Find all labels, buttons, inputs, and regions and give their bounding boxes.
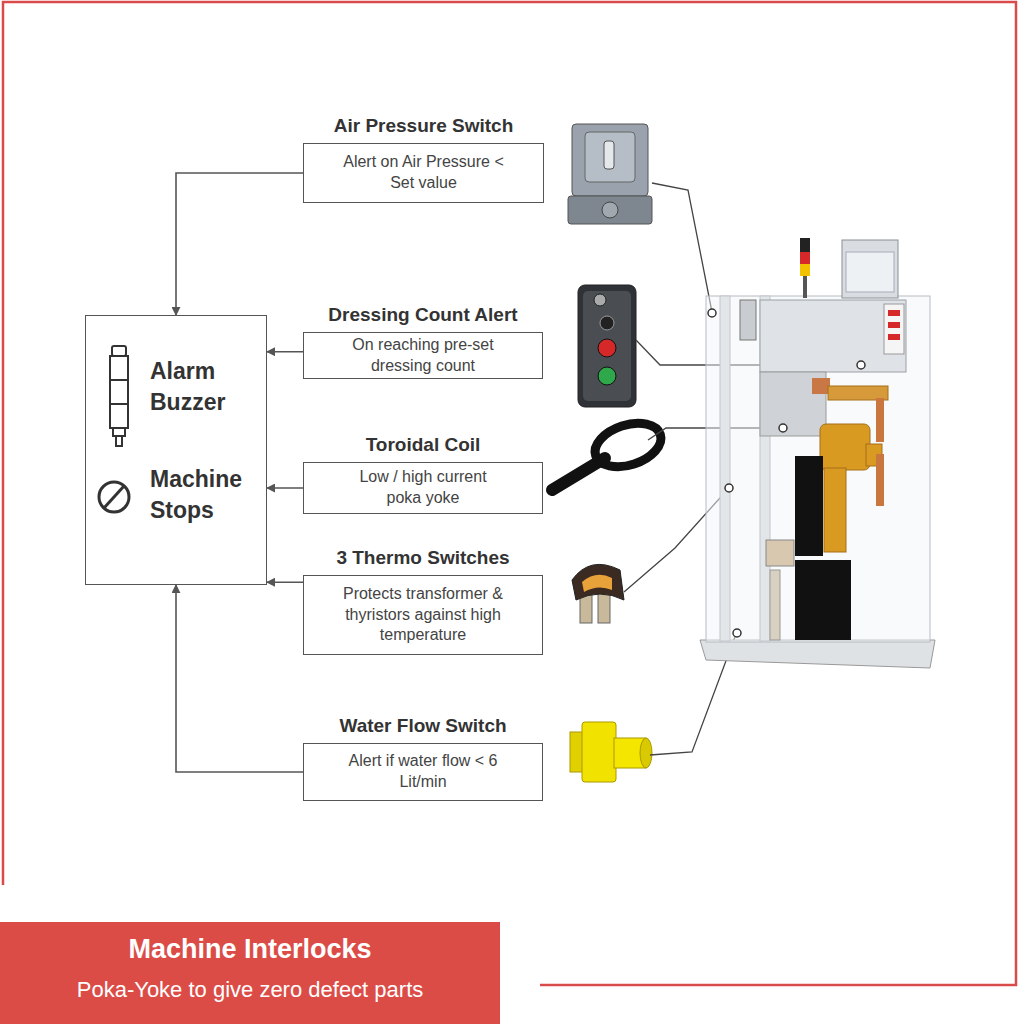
box-heading: 3 Thermo Switches	[264, 547, 582, 569]
frame-line	[3, 2, 1016, 985]
interlock-box: Dressing Count AlertOn reaching pre-set …	[303, 332, 543, 379]
toroidal-coil-image	[552, 415, 667, 490]
connector-arrow	[267, 581, 303, 583]
box-heading: Dressing Count Alert	[264, 304, 582, 326]
box-text: On reaching pre-set dressing count	[338, 335, 508, 377]
status-label: Machine Stops	[150, 464, 260, 526]
alarm-box: Alarm BuzzerMachine Stops	[85, 315, 267, 585]
connector-arrow	[267, 487, 303, 489]
stop-symbol	[99, 482, 129, 512]
thermo-switch-image	[572, 564, 624, 623]
box-heading: Toroidal Coil	[264, 434, 582, 456]
connector-arrow	[176, 173, 303, 315]
interlock-box: Toroidal CoilLow / high current poka yok…	[303, 462, 543, 514]
welding-machine-image	[700, 238, 935, 668]
interlock-box: Water Flow SwitchAlert if water flow < 6…	[303, 743, 543, 801]
interlock-box: Air Pressure SwitchAlert on Air Pressure…	[303, 143, 544, 203]
box-heading: Water Flow Switch	[264, 715, 582, 737]
box-text: Alert if water flow < 6 Lit/min	[338, 751, 508, 793]
diagram-title: Machine Interlocks	[0, 934, 500, 965]
status-label: Alarm Buzzer	[150, 356, 260, 418]
box-text: Low / high current poka yoke	[348, 467, 498, 509]
water-flow-switch-image	[570, 722, 652, 782]
interlock-box: 3 Thermo SwitchesProtects transformer & …	[303, 575, 543, 655]
diagram-caption: Poka-Yoke to give zero defect parts	[0, 977, 500, 1003]
box-text: Alert on Air Pressure < Set value	[340, 152, 508, 194]
title-band: Machine InterlocksPoka-Yoke to give zero…	[0, 922, 500, 1024]
connector-arrow	[176, 585, 303, 772]
air-pressure-switch-image	[568, 124, 652, 224]
box-heading: Air Pressure Switch	[264, 115, 583, 137]
connector-arrow	[267, 351, 303, 353]
box-text: Protects transformer & thyristors agains…	[331, 584, 516, 646]
pushbutton-station-image	[578, 285, 636, 407]
tower-light-symbol	[110, 346, 128, 446]
